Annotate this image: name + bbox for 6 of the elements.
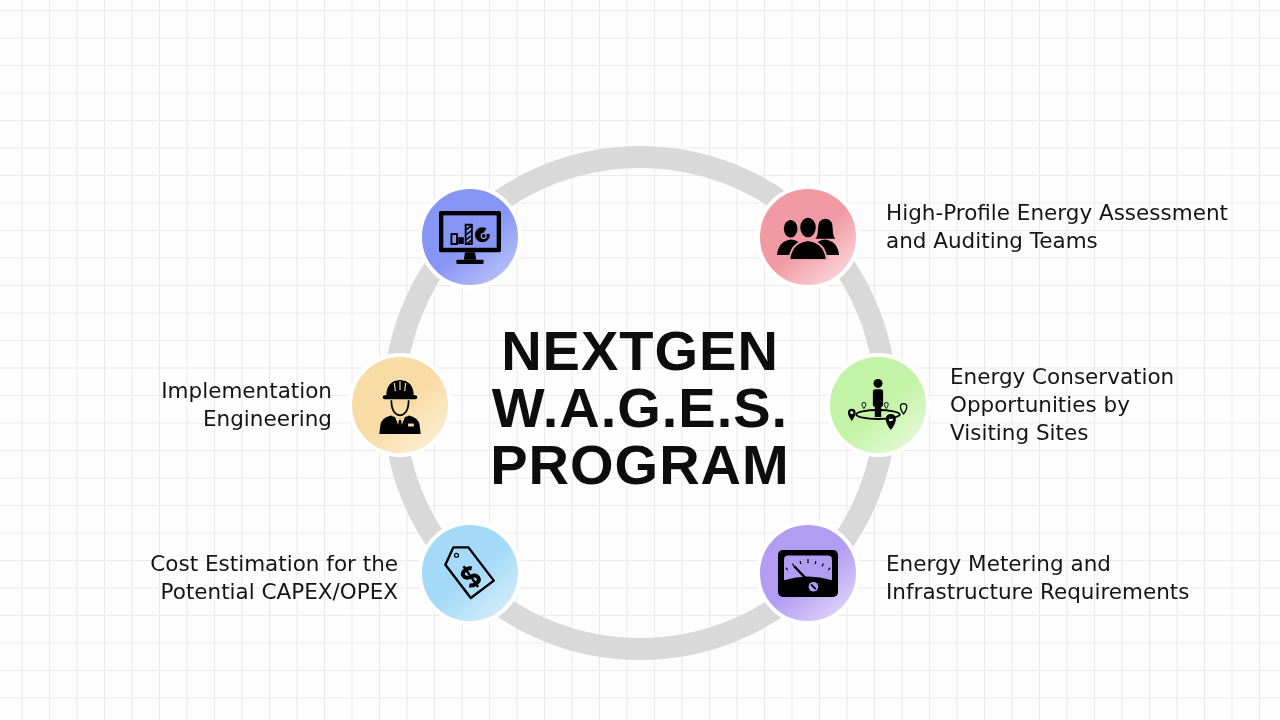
step-caption: High-Profile Energy Assessment and Auditing Teams bbox=[886, 199, 1229, 255]
step-caption: Cost Estimation for the Potential CAPEX/OPEX bbox=[149, 550, 398, 606]
step-caption: Energy Metering and Infrastructure Requirements bbox=[886, 550, 1191, 606]
program-title: NEXTGEN W.A.G.E.S. PROGRAM bbox=[489, 322, 791, 493]
step-caption: Implementation Engineering bbox=[160, 377, 332, 433]
step-caption: Energy Conservation Opportunities by Visiting Sites bbox=[950, 363, 1176, 447]
